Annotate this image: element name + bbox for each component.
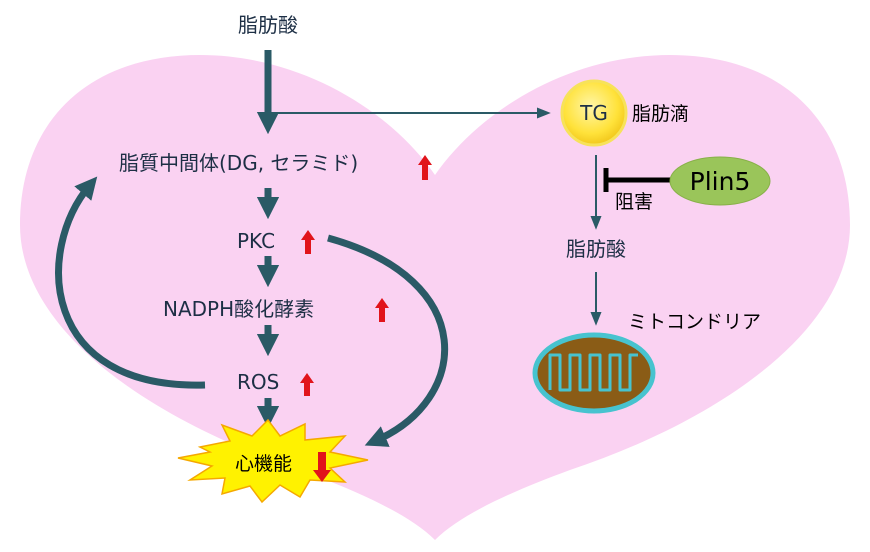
- tg-droplet-circle: [560, 79, 628, 147]
- arrow-ros-loop: [55, 176, 206, 389]
- arrow-pkc-to-cardiac: [327, 234, 449, 447]
- increase-arrow-nadph: [375, 298, 389, 322]
- increase-arrow-intermediate: [418, 155, 432, 180]
- label-fatty-acid-right: 脂肪酸: [566, 237, 626, 261]
- increase-arrow-pkc: [301, 230, 315, 254]
- label-tg: TG: [579, 101, 608, 125]
- mitochondria-icon: [532, 332, 656, 414]
- label-cardiac-function: 心機能: [235, 453, 292, 475]
- decrease-arrow-cardiac: [313, 452, 331, 482]
- label-lipid-intermediate: 脂質中間体(DG, セラミド): [119, 151, 358, 175]
- label-plin5: Plin5: [690, 167, 751, 196]
- heart-background: [20, 55, 850, 540]
- label-inhibition: 阻害: [615, 191, 653, 213]
- label-mitochondria: ミトコンドリア: [628, 311, 761, 333]
- increase-arrow-ros: [300, 373, 314, 396]
- label-pkc: PKC: [237, 229, 275, 253]
- plin5-ellipse: [669, 156, 771, 206]
- label-lipid-droplet: 脂肪滴: [632, 103, 689, 125]
- starburst-shape: [177, 418, 369, 504]
- label-nadph-oxidase: NADPH酸化酵素: [163, 297, 314, 321]
- label-ros: ROS: [237, 370, 279, 394]
- label-fatty-acid-top: 脂肪酸: [238, 13, 298, 37]
